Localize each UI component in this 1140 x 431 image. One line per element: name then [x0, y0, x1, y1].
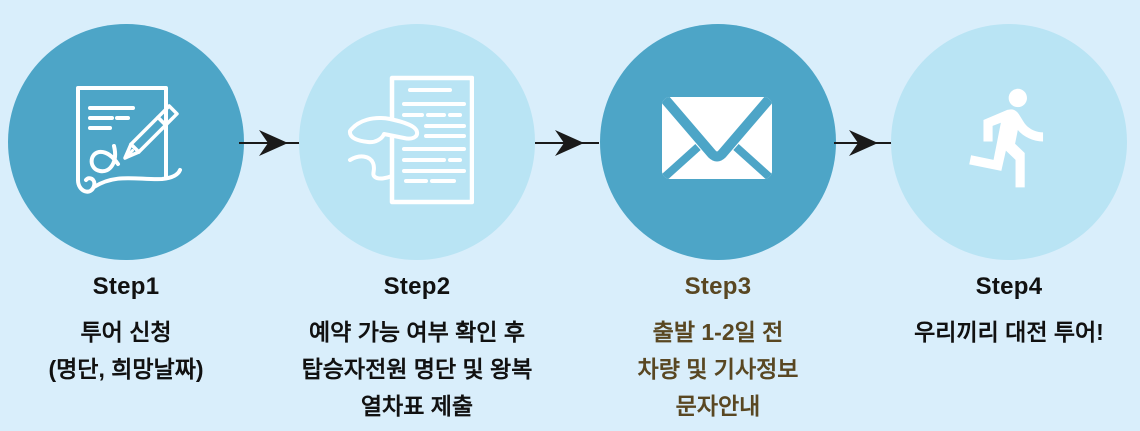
step2-description: 예약 가능 여부 확인 후 탑승자전원 명단 및 왕복 열차표 제출 — [257, 314, 577, 425]
step2-circle — [299, 24, 535, 260]
step1-circle — [8, 24, 244, 260]
step3-description: 출발 1-2일 전 차량 및 기사정보 문자안내 — [558, 314, 878, 425]
flow-arrow-icon — [834, 130, 892, 156]
envelope-icon — [662, 97, 772, 179]
step2-label: Step2 — [383, 273, 451, 300]
step3-label: Step3 — [684, 273, 752, 300]
step1-line1: 투어 신청 — [80, 319, 172, 345]
step2-line3: 열차표 제출 — [360, 393, 474, 419]
step1-label: Step1 — [92, 273, 160, 300]
step1-description: 투어 신청 (명단, 희망날짜) — [0, 314, 286, 388]
flow-arrow-icon — [239, 130, 303, 156]
running-person-icon — [969, 88, 1044, 188]
flow-arrow-icon — [535, 130, 599, 156]
step2-line2: 탑승자전원 명단 및 왕복 — [301, 356, 533, 382]
step4-label: Step4 — [975, 273, 1043, 300]
step2-line1: 예약 가능 여부 확인 후 — [308, 319, 525, 345]
step1-line2: (명단, 희망날짜) — [48, 356, 204, 382]
step3-line1: 출발 1-2일 전 — [652, 319, 784, 345]
step3-line2: 차량 및 기사정보 — [637, 356, 799, 382]
signature-document-icon — [76, 86, 182, 194]
step3-line3: 문자안내 — [675, 393, 761, 419]
step4-line1: 우리끼리 대전 투어! — [914, 319, 1104, 345]
step4-description: 우리끼리 대전 투어! — [849, 314, 1140, 351]
hand-document-icon — [347, 75, 474, 205]
